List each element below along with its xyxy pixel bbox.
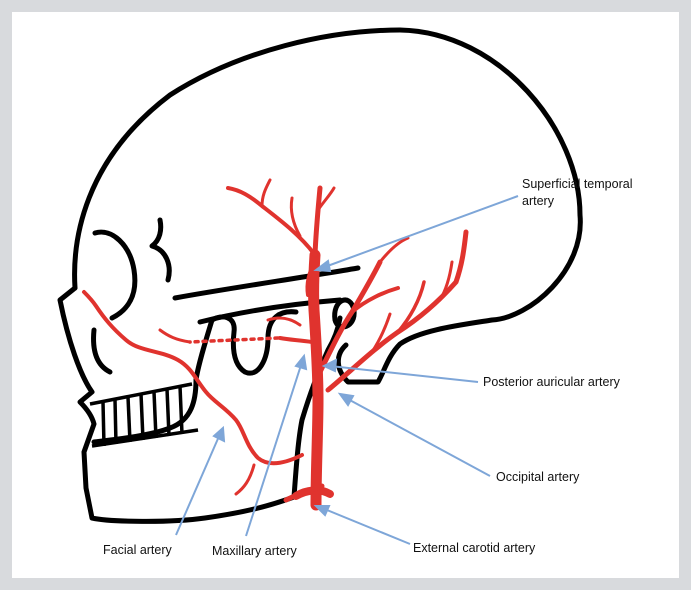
label-maxillary-artery: Maxillary artery — [212, 543, 297, 560]
superficial-temporal-branch — [315, 188, 320, 255]
maxillary-branch — [280, 338, 312, 342]
label-external-carotid-artery: External carotid artery — [413, 540, 535, 557]
label-facial-artery: Facial artery — [103, 542, 172, 559]
label-occipital-artery: Occipital artery — [496, 469, 579, 486]
occipital-branch — [328, 232, 466, 390]
label-superficial-temporal-artery: Superficial temporal artery — [522, 176, 662, 210]
pointer-arrows — [176, 196, 518, 544]
label-posterior-auricular-artery: Posterior auricular artery — [483, 374, 620, 391]
arteries — [84, 180, 466, 505]
teeth — [90, 384, 198, 446]
external-carotid-trunk — [314, 255, 318, 505]
